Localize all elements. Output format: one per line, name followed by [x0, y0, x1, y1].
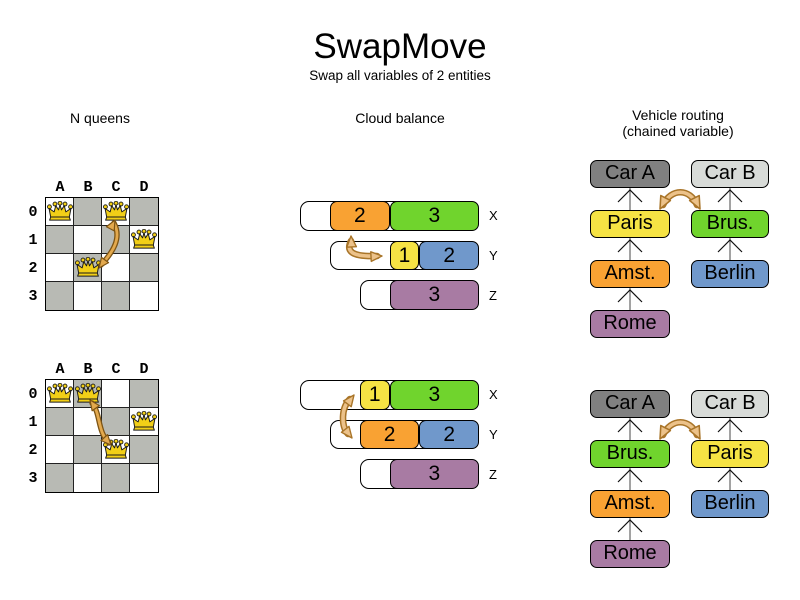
board-cell	[130, 198, 158, 226]
cloud-row-label: Y	[489, 426, 498, 442]
vr-node: Amst.	[590, 260, 670, 288]
board-cell	[130, 254, 158, 282]
board-col-label: B	[83, 361, 93, 378]
board-cell	[46, 408, 74, 436]
vr-node: Paris	[590, 210, 670, 238]
chain-arrow-icon	[715, 418, 745, 445]
column-header-nqueens: N queens	[70, 110, 130, 126]
board-col-label: C	[111, 361, 121, 378]
board-cell	[130, 464, 158, 492]
page-subtitle: Swap all variables of 2 entities	[309, 68, 491, 83]
chain-arrow-icon	[715, 468, 745, 495]
cloud-process: 3	[389, 201, 479, 231]
vr-node: Berlin	[691, 490, 769, 518]
board-row-label: 3	[28, 469, 38, 487]
board-row-label: 2	[28, 259, 38, 277]
board-cell	[74, 198, 102, 226]
board-row-label: 1	[28, 231, 38, 249]
board-cell	[130, 380, 158, 408]
board-cell	[130, 282, 158, 310]
cloud-row-label: Z	[489, 287, 497, 303]
cloud-row-label: Z	[489, 466, 497, 482]
vr-node: Rome	[590, 310, 670, 338]
board-row-label: 0	[28, 203, 38, 221]
board-cell	[102, 464, 130, 492]
board-cell	[102, 282, 130, 310]
cloud-row-label: X	[489, 387, 498, 403]
chain-arrow-icon	[615, 468, 645, 495]
queen-icon	[103, 201, 129, 229]
column-header-cloud-balance: Cloud balance	[355, 110, 445, 126]
cloud-process: 3	[389, 459, 479, 489]
vr-node: Rome	[590, 540, 670, 568]
cloud-process: 2	[359, 419, 420, 450]
board-col-label: A	[55, 361, 65, 378]
vr-node: Paris	[691, 440, 769, 468]
board-cell	[46, 464, 74, 492]
vr-node: Car B	[691, 390, 769, 418]
page-title: SwapMove	[313, 27, 487, 66]
vehicle-routing-header-line1: Vehicle routing	[632, 107, 724, 123]
board-row-label: 3	[28, 287, 38, 305]
queen-icon	[103, 439, 129, 467]
board-col-label: A	[55, 179, 65, 196]
queen-icon	[47, 201, 73, 229]
board-cell	[130, 436, 158, 464]
nqueens-board-after: A B C D 0 1 2 3	[28, 361, 159, 493]
cloud-process: 2	[419, 240, 479, 271]
board-cell	[46, 282, 74, 310]
cloud-row-label: X	[489, 208, 498, 224]
vr-node: Brus.	[590, 440, 670, 468]
chain-arrow-icon	[615, 418, 645, 445]
board-col-label: D	[139, 179, 149, 196]
board-col-label: C	[111, 179, 121, 196]
chain-arrow-icon	[615, 288, 645, 315]
cloud-process: 2	[330, 201, 390, 231]
cloud-row-label: Y	[489, 247, 498, 263]
board-cell	[46, 226, 74, 254]
chain-arrow-icon	[715, 188, 745, 215]
board-row-label: 2	[28, 441, 38, 459]
chain-arrow-icon	[615, 188, 645, 215]
vr-node: Car A	[590, 160, 670, 188]
queen-icon	[75, 383, 101, 411]
queen-icon	[131, 411, 157, 439]
board-col-label: D	[139, 361, 149, 378]
queen-icon	[131, 229, 157, 257]
nqueens-board-before: A B C D 0 1 2 3	[28, 179, 159, 311]
board-cell	[74, 464, 102, 492]
cloud-process: 3	[389, 380, 479, 410]
queen-icon	[75, 257, 101, 285]
board-cell	[46, 436, 74, 464]
vr-node: Brus.	[691, 210, 769, 238]
chain-arrow-icon	[615, 518, 645, 545]
cloud-process: 1	[389, 240, 420, 271]
cloud-process: 1	[359, 380, 390, 410]
vr-node: Car B	[691, 160, 769, 188]
cloud-process: 3	[389, 280, 479, 310]
queen-icon	[47, 383, 73, 411]
cloud-process: 2	[419, 419, 479, 450]
vehicle-routing-header-line2: (chained variable)	[622, 123, 734, 139]
column-header-vehicle-routing: Vehicle routing (chained variable)	[594, 107, 762, 139]
chain-arrow-icon	[715, 238, 745, 265]
board-col-label: B	[83, 179, 93, 196]
board-cell	[74, 282, 102, 310]
board-cell	[46, 254, 74, 282]
chain-arrow-icon	[615, 238, 645, 265]
board-row-label: 0	[28, 385, 38, 403]
vr-node: Car A	[590, 390, 670, 418]
vr-node: Berlin	[691, 260, 769, 288]
vr-node: Amst.	[590, 490, 670, 518]
board-row-label: 1	[28, 413, 38, 431]
